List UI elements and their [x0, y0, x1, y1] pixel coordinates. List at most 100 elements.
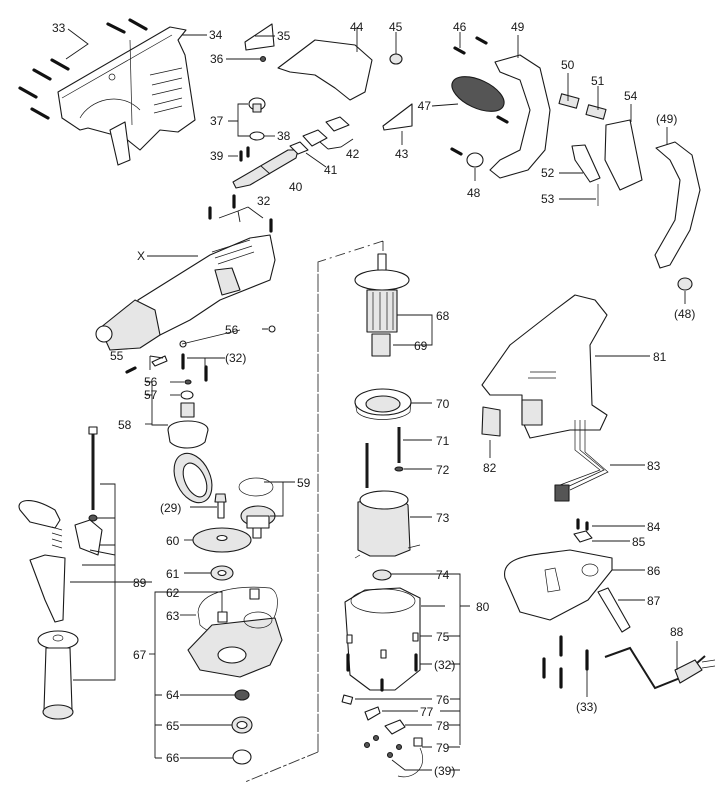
callout-51: 51	[591, 74, 605, 88]
callout-56-lower: 56	[144, 375, 158, 389]
callout-79: 79	[436, 741, 450, 755]
part-86-cable-cover	[504, 549, 613, 621]
part-74-bushing	[372, 569, 392, 581]
part-40-bracket	[232, 149, 299, 189]
part-77-brush-holder	[364, 706, 381, 721]
part-62-sleeves	[217, 588, 260, 623]
part-84-screws	[576, 518, 589, 531]
part-70-fan-baffle	[354, 388, 412, 420]
callout-52: 52	[541, 166, 555, 180]
callout-70: 70	[436, 397, 450, 411]
part-39b-screws	[363, 734, 403, 759]
part-78-brush-holder	[384, 719, 406, 735]
callout-44: 44	[350, 20, 364, 34]
part-48b-bushing	[677, 277, 693, 291]
part-32-screws	[208, 194, 273, 233]
callout-49: 49	[511, 20, 525, 34]
part-43-label-plate	[382, 103, 413, 131]
callout-33-ref: (33)	[576, 700, 597, 714]
callout-84: 84	[647, 520, 661, 534]
callout-41: 41	[324, 163, 338, 177]
callout-36: 36	[210, 52, 224, 66]
callout-64: 64	[166, 688, 180, 702]
callout-77: 77	[420, 705, 434, 719]
callout-69: 69	[414, 339, 428, 353]
callout-x: X	[137, 249, 145, 263]
callout-83: 83	[647, 459, 661, 473]
callout-37: 37	[210, 114, 224, 128]
callout-32: 32	[257, 194, 271, 208]
part-81-handle-housing	[481, 294, 608, 439]
part-51-plate	[585, 104, 607, 120]
callout-74: 74	[436, 568, 450, 582]
callout-89: 89	[133, 576, 147, 590]
callout-87: 87	[647, 594, 661, 608]
part-88-power-cord	[604, 646, 716, 690]
callout-78: 78	[436, 719, 450, 733]
part-68-armature	[354, 253, 410, 333]
part-89-side-handle	[18, 426, 103, 720]
part-34-cover	[57, 26, 196, 166]
part-69-commutator	[371, 333, 391, 357]
callout-48: 48	[467, 186, 481, 200]
callout-86: 86	[647, 564, 661, 578]
callout-68: 68	[436, 309, 450, 323]
part-66-lock-washer	[232, 749, 252, 765]
part-73-field-coil	[354, 490, 421, 559]
callout-42: 42	[346, 147, 360, 161]
callout-60: 60	[166, 534, 180, 548]
callout-39: 39	[210, 149, 224, 163]
part-52-trigger	[571, 144, 601, 183]
part-47-grip-pad	[451, 76, 505, 112]
part-33-screws	[18, 18, 148, 120]
part-76-clip	[341, 694, 354, 705]
callout-59: 59	[297, 476, 311, 490]
callout-58: 58	[118, 418, 132, 432]
callout-48-ref: (48)	[674, 307, 695, 321]
part-56-cap	[268, 325, 276, 333]
callout-labels: 33 34 35 36 37 38 39 40 41 42 43 44 45 4…	[52, 20, 695, 778]
callout-47: 47	[418, 99, 432, 113]
callout-34: 34	[209, 28, 223, 42]
callout-62: 62	[166, 586, 180, 600]
callout-39-ref: (39)	[434, 764, 455, 778]
part-32c-screws	[346, 653, 418, 692]
part-65-bearing	[231, 716, 253, 734]
part-29-pinion	[214, 493, 227, 519]
callout-72: 72	[436, 463, 450, 477]
callout-81: 81	[653, 350, 667, 364]
part-x-gear-housing	[95, 234, 276, 351]
callout-76: 76	[436, 693, 450, 707]
callout-49-ref: (49)	[656, 112, 677, 126]
part-60-gear	[192, 527, 252, 553]
part-39-screws	[239, 146, 250, 162]
part-59-clutch	[240, 505, 276, 539]
part-56b-ring	[184, 379, 192, 385]
part-85-clamp	[573, 530, 593, 543]
part-42-blocks	[302, 116, 350, 147]
callout-63: 63	[166, 609, 180, 623]
callout-55: 55	[110, 349, 124, 363]
part-49-handle-half	[489, 54, 551, 179]
part-29-gear-ring	[173, 452, 213, 504]
assembly-divider-line	[244, 240, 384, 783]
part-32b-screws	[181, 353, 208, 382]
callout-82: 82	[483, 461, 497, 475]
callout-66: 66	[166, 751, 180, 765]
callout-43: 43	[395, 147, 409, 161]
part-35-label-plate	[244, 23, 275, 51]
part-82-label	[481, 406, 501, 437]
part-72-washer	[394, 466, 404, 472]
callout-32-ref-upper: (32)	[225, 351, 246, 365]
part-46-screws	[450, 36, 509, 156]
callout-29-ref: (29)	[160, 501, 181, 515]
callout-57: 57	[144, 388, 158, 402]
callout-46: 46	[453, 20, 467, 34]
callout-53: 53	[541, 192, 555, 206]
part-41-spacer	[289, 141, 309, 155]
part-54-switch	[604, 119, 643, 191]
part-83-wiring	[554, 420, 609, 502]
part-36-screw	[259, 55, 267, 63]
part-61-bearing	[210, 565, 234, 581]
